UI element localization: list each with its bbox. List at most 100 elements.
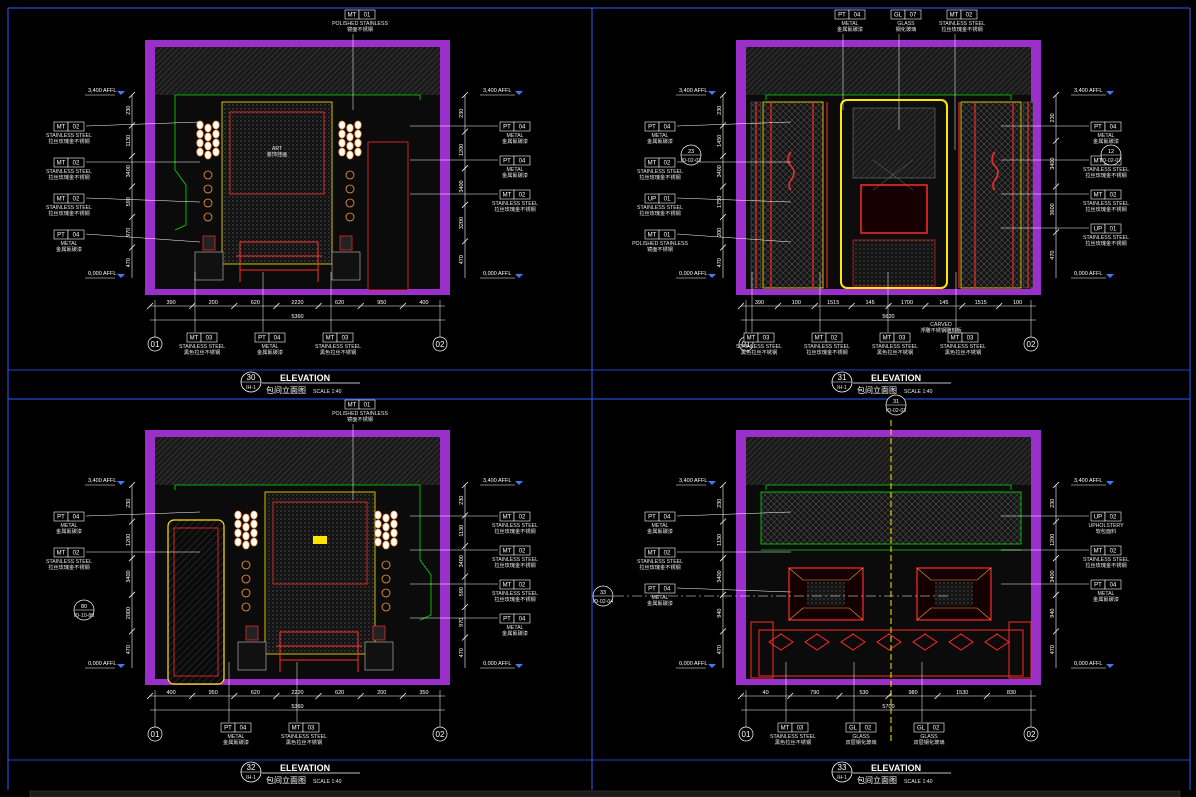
section-ref: ID-02-04 xyxy=(593,599,613,605)
section-ref: ID-02-07 xyxy=(1101,158,1121,164)
dimension-tick xyxy=(461,573,469,580)
dimension-tick xyxy=(958,302,966,310)
grid-bubble xyxy=(1023,336,1039,352)
callout-leader xyxy=(85,233,201,243)
dimension-value: 3400 xyxy=(1050,158,1056,170)
callout-code: MT xyxy=(883,336,892,342)
callout-material-cn: 拉丝玫瑰金不锈钢 xyxy=(806,348,848,356)
callout-material-name: METAL xyxy=(652,523,669,529)
dimension-tick xyxy=(1052,183,1060,190)
dimension-value: 2220 xyxy=(291,690,303,696)
dimension-value: 970 xyxy=(126,228,132,237)
callout-material-cn: 拉丝玫瑰金不锈钢 xyxy=(639,209,681,217)
dimension-tick xyxy=(922,302,929,310)
lamp-crystal xyxy=(390,519,398,529)
dimension-tick xyxy=(188,692,196,700)
dimension-tick xyxy=(737,692,745,700)
callout-material-name: STAINLESS STEEL xyxy=(492,591,538,597)
callout-material-name: STAINLESS STEEL xyxy=(281,734,327,740)
callout-material-cn: 拉丝玫瑰金不锈钢 xyxy=(48,137,90,145)
dimension-tick xyxy=(719,152,727,160)
callout-material-cn: 黑色拉丝不锈钢 xyxy=(320,348,356,356)
dimension-value: 470 xyxy=(717,645,723,654)
sheet-number: IH-1 xyxy=(837,385,847,391)
callout-number-box xyxy=(791,722,809,733)
dimension-total: 5700 xyxy=(882,704,894,710)
callout-code: GL xyxy=(849,726,858,732)
wall-left xyxy=(736,45,746,292)
floor-slab xyxy=(736,289,1041,295)
callout-number-box xyxy=(658,121,676,132)
wall-sconce xyxy=(991,151,999,191)
level-label-left: 0,000 AFFL xyxy=(679,661,707,667)
dimension-value: 100 xyxy=(1013,300,1022,306)
callout-material-name: METAL xyxy=(507,133,524,139)
dimension-tick xyxy=(128,152,136,160)
floor-slab xyxy=(145,679,450,685)
callout-material-name: METAL xyxy=(507,167,524,173)
table-lamp xyxy=(339,235,353,251)
art-label-cn: 装饰挂画 xyxy=(267,150,288,158)
mirror-glass xyxy=(852,107,936,179)
wall-left xyxy=(145,435,155,682)
callout-number-box xyxy=(1104,545,1122,556)
ceiling-slab xyxy=(736,430,1041,437)
callout-material-name: POLISHED STAINLESS xyxy=(332,21,388,27)
dimension-tick xyxy=(995,302,1003,310)
art-tag xyxy=(313,536,327,544)
callout-number-box xyxy=(1104,579,1122,590)
callout-number-box xyxy=(513,545,531,556)
callout-material-cn: 金属氟碳漆 xyxy=(647,599,673,607)
callout-number-box xyxy=(658,157,676,168)
callout-number-box xyxy=(358,399,376,410)
pendant-lamp xyxy=(196,120,220,222)
callout-number: 02 xyxy=(865,726,872,732)
callout-material-name: STAINLESS STEEL xyxy=(637,559,683,565)
wall-sconce xyxy=(787,151,795,191)
level-label-left: 0,000 AFFL xyxy=(679,271,707,277)
dimension-value: 400 xyxy=(166,690,175,696)
lamp-crystal xyxy=(204,141,212,151)
lamp-crystal xyxy=(346,141,354,151)
callout-material-cn: 镜面不锈钢 xyxy=(647,245,673,253)
callout-number: 01 xyxy=(664,197,671,203)
callout-number: 03 xyxy=(797,726,804,732)
dimension-value: 2220 xyxy=(291,300,303,306)
callout-material-name: STAINLESS STEEL xyxy=(179,344,225,350)
callout-code: PT xyxy=(503,125,511,131)
section-ref: ID-02-03 xyxy=(681,158,701,164)
level-label-left: 3,400 AFFL xyxy=(88,88,116,94)
callout-code: PT xyxy=(503,159,511,165)
callout-material-name: STAINLESS STEEL xyxy=(804,344,850,350)
dimension-tick xyxy=(357,302,364,310)
callout-material-name: STAINLESS STEEL xyxy=(46,205,92,211)
callout-material-cn: 镜面不锈钢 xyxy=(347,25,373,33)
dimension-value: 1450 xyxy=(717,135,723,147)
dimension-value: 830 xyxy=(1007,690,1016,696)
wall-ornament xyxy=(203,212,213,222)
callout-code: MT xyxy=(781,726,790,732)
callout-number-box xyxy=(961,332,979,343)
dimension-tick xyxy=(399,302,407,310)
dimension-tick xyxy=(774,302,782,310)
callout-code: MT xyxy=(57,551,66,557)
grid-bubble xyxy=(738,726,754,742)
dimension-total: 5620 xyxy=(882,314,894,320)
callout-number-box xyxy=(848,9,866,20)
wall-ornament xyxy=(203,184,213,194)
dimension-value: 200 xyxy=(209,300,218,306)
dimension-tick xyxy=(461,481,469,489)
callout-material-name: STAINLESS STEEL xyxy=(736,344,782,350)
lamp-crystal xyxy=(346,150,354,160)
bottom-status-strip xyxy=(29,790,1181,797)
callout-number: 04 xyxy=(1110,125,1117,131)
